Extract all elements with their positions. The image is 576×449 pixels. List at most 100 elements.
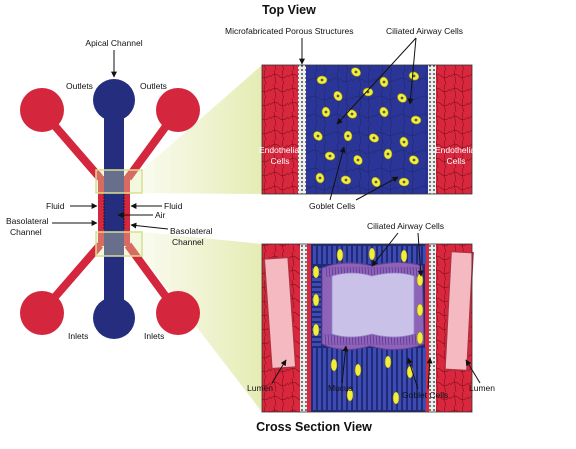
cell-column-bottom [388,348,391,410]
cell-column-top [388,246,391,264]
fluid-left-label: Fluid [46,201,65,211]
goblet-nucleus [414,118,418,122]
outlets-left-label: Outlets [66,81,93,91]
cilium [375,333,378,346]
goblet-nucleus [324,110,328,114]
cross-section-zoom-fade [142,232,262,412]
cilium [327,333,330,346]
cell-column-top [348,246,351,264]
cell-column-top [318,246,321,264]
cilium [408,333,411,346]
cilium [366,333,369,346]
cilium [328,266,331,278]
basolateral-left-label: Basolateral [6,216,49,226]
mucus-label: Mucus [328,383,353,393]
cilium [372,333,375,346]
goblet-top-arrow-2 [355,176,399,201]
goblet-cross-arrow-1 [406,357,419,390]
ciliated-cross-arrow-2 [417,232,424,277]
goblet-nucleus [328,154,332,158]
goblet-cell [336,248,344,262]
goblet-nucleus [356,158,360,162]
inlet-left-channel [44,242,104,308]
lumen-left-arrow [271,359,287,384]
cell-column-top [383,246,386,264]
goblet-cell [330,358,338,372]
apical-channel [104,100,124,320]
cell-column-bottom [398,348,401,410]
lumen-right-tube [444,250,474,372]
goblet-nucleus [354,70,358,74]
cell-column-bottom [423,348,426,410]
cell-column-top [398,246,401,264]
basolateral-right-arrow [130,222,169,230]
top-view-highlight-box [95,169,143,194]
cell-column-bottom [358,348,361,410]
outlet-right-channel [124,115,176,181]
porous-membrane-right [428,65,436,194]
cell-row-left [312,338,321,341]
basolateral-left-label-2: Channel [10,227,42,237]
goblet-cell [312,293,320,307]
goblet-cross-label: Goblet Cells [402,390,448,400]
cell-column-bottom [368,348,371,410]
top-view-panel [261,64,473,195]
endothelial-right-label-2: Cells [447,156,466,166]
cell-row-left [312,278,321,281]
inlets-right-label: Inlets [144,331,164,341]
goblet-cell [400,249,408,263]
outlet-right-port [156,88,200,132]
lumen-right-arrow [465,359,481,384]
inlet-right-channel [124,242,176,308]
endothelial-left-label: Endothelial [259,145,301,155]
endothelial-right-label: Endothelial [435,145,477,155]
inlet-right-port [156,291,200,335]
inlet-left-port [20,291,64,335]
cell-column-bottom [378,348,381,410]
lumen-left-label: Lumen [247,383,273,393]
goblet-cell [346,388,354,402]
goblet-nucleus [350,112,354,116]
goblet-nucleus [318,176,322,180]
cell-column-top [343,246,346,264]
cell-column-bottom [408,348,411,410]
goblet-nucleus [374,180,378,184]
cell-row-left [312,318,321,321]
ciliated-top-label: Ciliated Airway Cells [386,26,463,36]
cilium [331,266,334,278]
cell-column-bottom [403,348,406,410]
cell-column-bottom [383,348,386,410]
goblet-nucleus [344,178,348,182]
cross-section-panel [261,243,474,413]
air-label: Air [155,210,166,220]
fluid-right-label: Fluid [164,201,183,211]
cell-column-top [323,246,326,264]
goblet-nucleus [382,110,386,114]
goblet-cells-cross [312,247,424,405]
goblet-nucleus [412,74,416,78]
cell-column-top [423,246,426,264]
cilium [325,266,328,278]
top-view-title: Top View [262,3,316,17]
mucus-arrow [341,345,349,384]
goblet-top-label: Goblet Cells [309,201,355,211]
apical-inlet-port [93,297,135,339]
outlet-left-port [20,88,64,132]
air-lumen [331,272,415,338]
cilium [330,333,333,346]
porous-membrane-left [298,65,306,194]
goblet-nucleus [346,134,350,138]
cell-row-left [312,288,321,291]
basolateral-right-label-2: Channel [172,237,204,247]
cell-column-top [353,246,356,264]
cross-section-highlight-box [95,231,143,257]
cilium [370,266,373,278]
goblet-nucleus [316,134,320,138]
goblet-cell [354,363,362,377]
cell-column-bottom [328,348,331,410]
cell-column-bottom [373,348,376,410]
cilium [369,333,372,346]
lumen-right-label: Lumen [469,383,495,393]
